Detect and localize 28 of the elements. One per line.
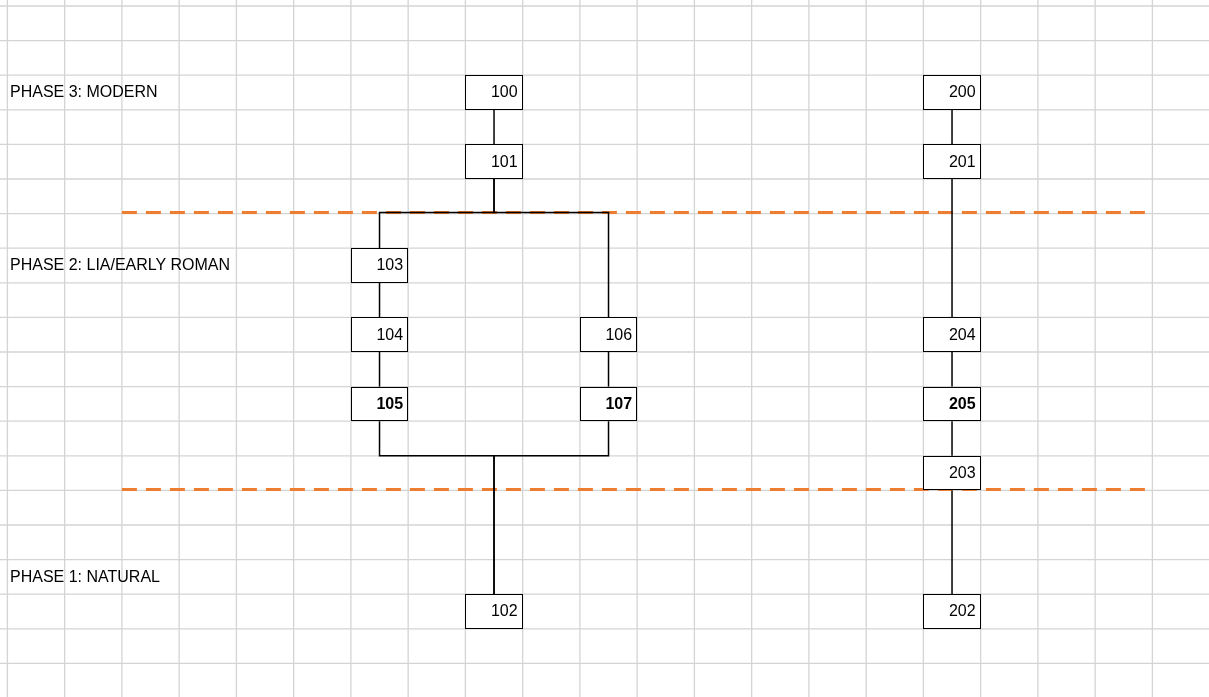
- connector-line: [378, 351, 381, 388]
- connector-line: [951, 109, 953, 146]
- connector-line: [493, 420, 610, 595]
- phase-label: PHASE 3: MODERN: [10, 82, 158, 103]
- connector-line: [607, 351, 610, 388]
- phase-label: PHASE 2: LIA/EARLY ROMAN: [10, 255, 230, 276]
- context-box: 101: [465, 144, 523, 179]
- context-box: 202: [923, 594, 981, 629]
- connector-line: [493, 109, 495, 146]
- connector-line: [951, 420, 953, 457]
- context-box: 200: [923, 75, 981, 110]
- context-box: 201: [923, 144, 981, 179]
- context-box: 100: [465, 75, 523, 110]
- context-box: 102: [465, 594, 523, 629]
- context-box: 104: [350, 317, 409, 352]
- context-box: 204: [923, 317, 981, 352]
- context-box: 103: [350, 248, 409, 283]
- connector-line: [493, 178, 610, 319]
- context-box: 107: [579, 386, 638, 422]
- context-box: 106: [579, 317, 638, 352]
- phase-label: PHASE 1: NATURAL: [10, 566, 160, 587]
- connector-line: [951, 178, 953, 319]
- connector-line: [378, 282, 381, 319]
- connector-line: [951, 489, 953, 595]
- context-box: 203: [923, 455, 981, 491]
- context-box: 105: [350, 386, 409, 422]
- connector-line: [951, 351, 953, 388]
- context-box: 205: [923, 386, 981, 422]
